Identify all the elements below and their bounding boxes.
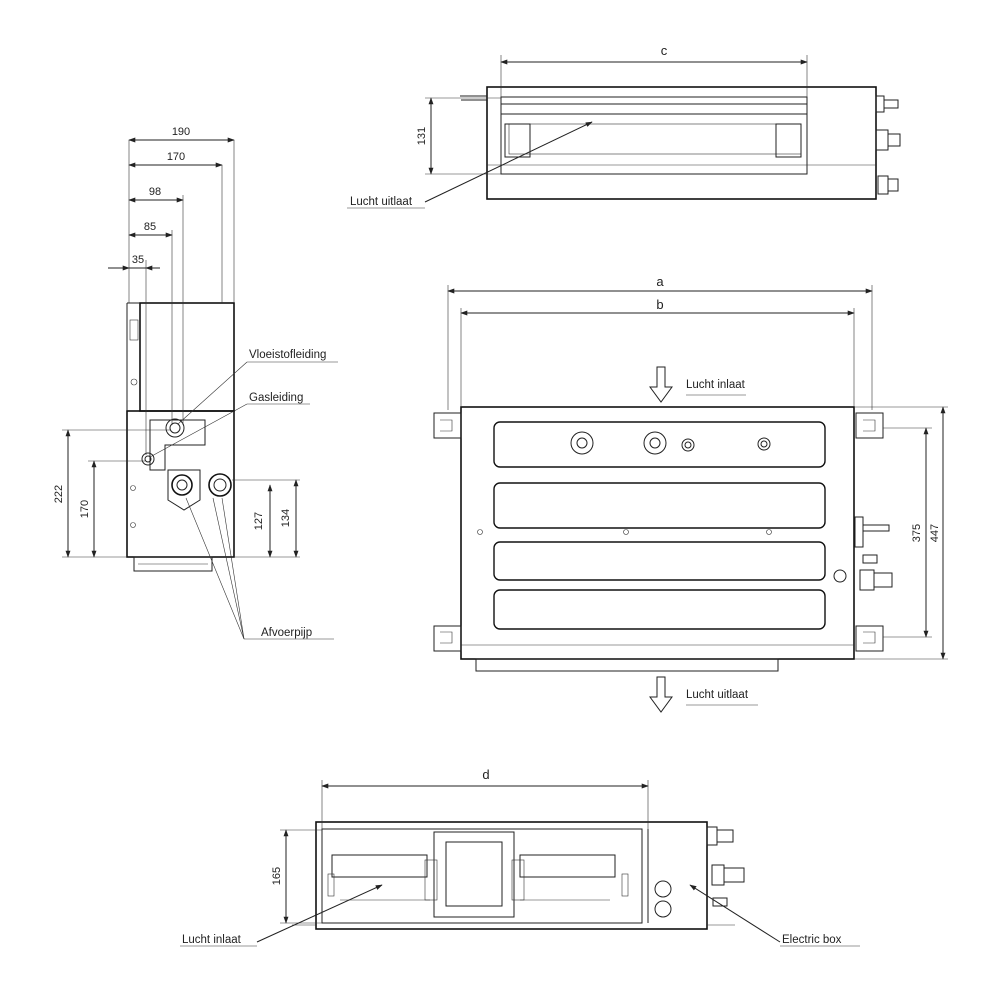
dim-131: 131: [416, 127, 428, 145]
dim-35: 35: [132, 254, 144, 266]
label-air-inlet-front: Lucht inlaat: [686, 379, 746, 391]
label-liquid-pipe: Vloeistofleiding: [249, 349, 326, 361]
dim-d: d: [482, 767, 489, 782]
dim-190: 190: [172, 126, 190, 138]
dim-375: 375: [911, 524, 923, 542]
label-air-inlet-bottom: Lucht inlaat: [182, 934, 242, 946]
label-air-outlet-top: Lucht uitlaat: [350, 196, 413, 208]
air-inlet-arrow-icon: [649, 366, 673, 403]
dim-c: c: [661, 43, 668, 58]
label-gas-pipe: Gasleiding: [249, 392, 303, 404]
dim-98: 98: [149, 186, 161, 198]
front-view: a b 375 447 Lucht inlaat Lucht uitlaat: [433, 274, 948, 713]
dim-134: 134: [280, 509, 292, 527]
label-air-outlet-front: Lucht uitlaat: [686, 689, 749, 701]
dim-a: a: [656, 274, 664, 289]
air-outlet-arrow-icon: [649, 676, 673, 713]
label-electric-box: Electric box: [782, 934, 842, 946]
dim-127: 127: [253, 512, 265, 530]
label-drain-pipe: Afvoerpijp: [261, 627, 312, 639]
dim-b: b: [656, 297, 663, 312]
dim-222: 222: [53, 485, 65, 503]
side-view: 190 170 98 85 35 222 170 127 134 Vloeist…: [53, 126, 338, 640]
dim-170: 170: [167, 151, 185, 163]
dim-85: 85: [144, 221, 156, 233]
top-view: c 131 Lucht uitlaat: [347, 43, 901, 209]
dim-170-vertical: 170: [79, 500, 91, 518]
dim-447: 447: [929, 524, 941, 542]
bottom-view: d 165 Lucht inlaat Electric box: [180, 767, 860, 947]
dim-165: 165: [271, 867, 283, 885]
